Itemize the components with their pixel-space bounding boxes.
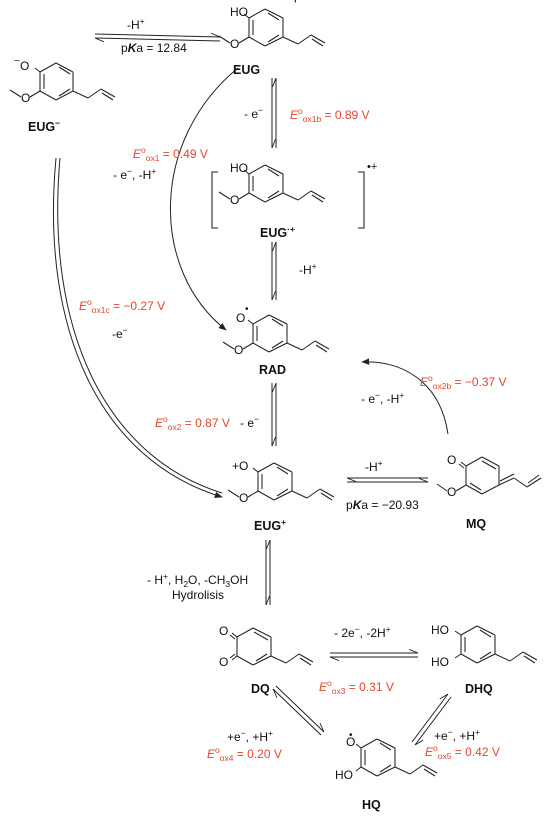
svg-text:O: O: [230, 193, 239, 207]
redox-potentials: Eoox1b = 0.89 V Eoox1 = 0.49 V Eoox1c = …: [79, 106, 507, 763]
deprot-cation-label: -H+: [365, 458, 383, 474]
hydrolysis-line-2: Hydrolisis: [172, 588, 224, 602]
svg-text:O: O: [219, 624, 228, 638]
eug-anion-label: EUG−: [28, 118, 60, 134]
reaction-arrows: [53, 34, 452, 745]
svg-text:HO: HO: [230, 161, 248, 175]
svg-text:HO: HO: [431, 655, 449, 669]
rad-structure: O • O: [222, 304, 330, 357]
svg-text:O: O: [230, 37, 239, 51]
hydrolysis-line-1: - H+, H2O, -CH3OH: [147, 571, 248, 589]
mq-structure: O O: [436, 453, 542, 499]
mq-label: MQ: [466, 517, 486, 531]
rad-label: RAD: [259, 363, 286, 377]
svg-text:−: −: [14, 56, 20, 67]
eug-radical-cation-label: EUG·+: [260, 224, 295, 240]
potential-ox5: Eoox5 = 0.42 V: [425, 743, 500, 761]
svg-text:O: O: [239, 491, 248, 505]
svg-text:+O: +O: [232, 459, 248, 473]
eug-cation-structure: +O O: [227, 459, 335, 505]
dhq-structure: HO HO: [431, 623, 538, 669]
eug-anion-structure: O − O: [9, 56, 116, 105]
ox2-cond-label: - e−: [240, 414, 259, 430]
potential-ox1c: Eoox1c = −0.27 V: [79, 297, 165, 315]
species-labels: EUG EUG− EUG·+ RAD EUG+ MQ DQ DHQ HQ: [28, 63, 493, 812]
svg-text:O: O: [20, 59, 29, 73]
svg-text:O: O: [219, 655, 228, 669]
ox1c-cond-label: -e−: [112, 325, 128, 341]
svg-text:O: O: [447, 485, 456, 499]
dq-structure: O O: [219, 624, 314, 669]
hq-left-cond-label: +e−, +H+: [227, 728, 273, 744]
svg-text:O: O: [21, 91, 30, 105]
pka-radcation-label: pKa = −6.75: [294, 0, 360, 3]
potential-ox4: Eoox4 = 0.20 V: [207, 745, 282, 763]
dq-dhq-cond-label: - 2e−, -2H+: [334, 624, 391, 640]
svg-text:O: O: [346, 735, 355, 749]
potential-ox3: Eoox3 = 0.31 V: [319, 678, 394, 696]
eug-radical-cation-structure: HO O •+: [211, 161, 377, 229]
reaction-conditions: -H+ pKa = 12.84 - e− -H+ pKa = −6.75 - e…: [112, 0, 480, 744]
svg-text:•: •: [245, 304, 249, 315]
potential-ox1b: Eoox1b = 0.89 V: [290, 106, 370, 124]
svg-text:O: O: [447, 453, 456, 467]
pka-cation-label: pKa = −20.93: [346, 498, 419, 512]
eug-cation-label: EUG+: [254, 517, 286, 533]
svg-text:HO: HO: [230, 5, 248, 19]
dq-label: DQ: [251, 682, 270, 696]
ox2b-cond-label: - e−, -H+: [361, 390, 404, 406]
potential-ox2: Eoox2 = 0.87 V: [155, 414, 230, 432]
svg-text:•+: •+: [367, 161, 377, 173]
deprot-eug-label: -H+: [127, 16, 145, 32]
ox1-cond-label: - e−, -H+: [113, 166, 156, 182]
svg-text:•: •: [349, 730, 353, 741]
hq-right-cond-label: +e−, +H+: [434, 727, 480, 743]
potential-ox1: Eoox1 = 0.49 V: [133, 145, 208, 163]
potential-ox2b: Eoox2b = −0.37 V: [420, 373, 507, 391]
hq-label: HQ: [362, 798, 381, 812]
svg-text:O: O: [236, 311, 245, 325]
hq-structure: O • HO: [335, 730, 438, 782]
dhq-label: DHQ: [465, 682, 493, 696]
svg-text:HO: HO: [335, 768, 353, 782]
ox-eug-label: - e−: [244, 105, 263, 121]
svg-text:O: O: [234, 343, 243, 357]
deprot-radcation-label: -H+: [299, 261, 317, 277]
eug-structure: HO O: [218, 5, 326, 51]
eug-label: EUG: [233, 63, 260, 77]
svg-text:HO: HO: [431, 623, 449, 637]
pka-eug-label: pKa = 12.84: [121, 41, 187, 55]
